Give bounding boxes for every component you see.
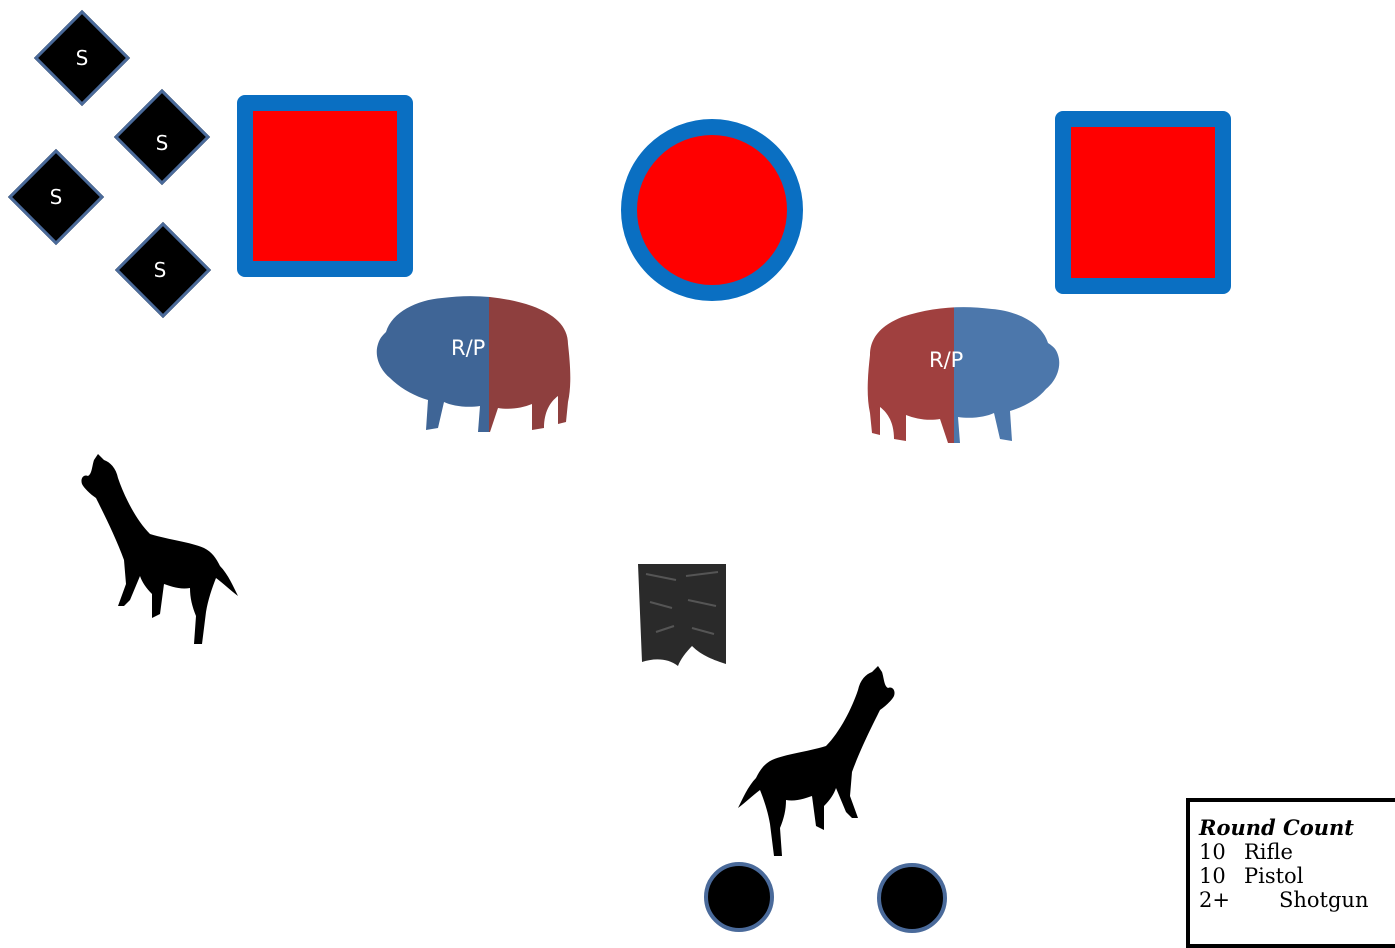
horse-icon-center — [736, 660, 896, 860]
legend-title: Round Count — [1199, 816, 1395, 840]
steel-plate-label: S — [26, 185, 86, 209]
steel-plate-label: S — [52, 46, 112, 70]
buffalo-target-right — [866, 303, 1062, 445]
legend-count: 2+ — [1199, 888, 1279, 912]
buffalo-target-left — [372, 292, 578, 437]
legend-count: 10 — [1199, 864, 1244, 888]
steel-plate-label: S — [130, 258, 190, 282]
coffin-icon — [636, 562, 728, 667]
circle-target — [621, 119, 803, 301]
square-target-right — [1055, 111, 1231, 294]
legend-gun: Rifle — [1244, 840, 1293, 864]
black-dot-target-2 — [877, 863, 947, 933]
buffalo-label-right: R/P — [929, 348, 963, 372]
horse-icon-left — [80, 448, 240, 648]
steel-plate-label: S — [132, 131, 192, 155]
legend-gun: Shotgun — [1279, 888, 1369, 912]
legend-gun: Pistol — [1244, 864, 1303, 888]
legend-row-shotgun: 2+Shotgun — [1199, 888, 1395, 912]
legend-count: 10 — [1199, 840, 1244, 864]
black-dot-target-1 — [704, 862, 774, 932]
square-target-left — [237, 95, 413, 277]
buffalo-label-left: R/P — [451, 336, 485, 360]
